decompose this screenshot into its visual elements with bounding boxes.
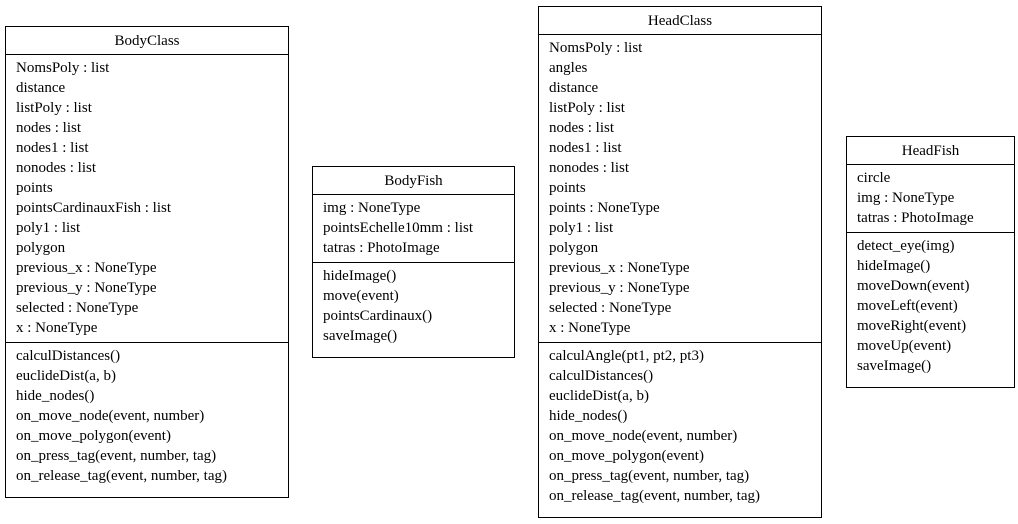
attribute-entry: distance (16, 80, 66, 96)
attribute-entry: poly1 : list (16, 220, 81, 236)
attribute-entry: img : NoneType (857, 190, 955, 206)
attribute-entry: nonodes : list (16, 160, 97, 176)
method-entry: pointsCardinaux() (323, 308, 433, 324)
method-entry: euclideDist(a, b) (16, 368, 116, 384)
method-entry: on_move_node(event, number) (549, 428, 738, 444)
attribute-entry: angles (549, 60, 588, 76)
attributes-section: img : NoneType pointsEchelle10mm : list ta… (313, 195, 514, 262)
class-box-headfish: HeadFish circle img : NoneType tatras : Ph… (846, 136, 1015, 388)
attribute-entry: points (549, 180, 586, 196)
attribute-entry: polygon (16, 240, 66, 256)
attribute-entry: NomsPoly : list (16, 60, 110, 76)
method-entry: moveUp(event) (857, 338, 952, 354)
attribute-entry: tatras : PhotoImage (857, 210, 974, 226)
method-entry: hide_nodes() (16, 388, 95, 404)
attribute-entry: nodes1 : list (549, 140, 622, 156)
attribute-entry: nonodes : list (549, 160, 630, 176)
attribute-entry: nodes1 : list (16, 140, 89, 156)
method-entry: moveRight(event) (857, 318, 967, 334)
attributes-section: circle img : NoneType tatras : PhotoImage (847, 165, 1014, 232)
attribute-entry: distance (549, 80, 599, 96)
attribute-entry: poly1 : list (549, 220, 614, 236)
method-entry: on_move_node(event, number) (16, 408, 205, 424)
class-name: HeadClass (539, 7, 821, 35)
method-entry: hideImage() (857, 258, 931, 274)
attribute-entry: pointsCardinauxFish : list (16, 200, 172, 216)
methods-section: calculAngle(pt1, pt2, pt3) calculDistance… (539, 342, 821, 510)
attribute-entry: points : NoneType (549, 200, 660, 216)
method-entry: hideImage() (323, 268, 397, 284)
class-name: BodyFish (313, 167, 514, 195)
methods-section: detect_eye(img) hideImage() moveDown(event… (847, 232, 1014, 380)
method-entry: moveDown(event) (857, 278, 970, 294)
method-entry: on_move_polygon(event) (549, 448, 704, 464)
method-entry: on_release_tag(event, number, tag) (549, 488, 760, 504)
attribute-entry: previous_x : NoneType (549, 260, 690, 276)
attribute-entry: previous_x : NoneType (16, 260, 157, 276)
attribute-entry: listPoly : list (16, 100, 92, 116)
class-box-headclass: HeadClass NomsPoly : list angles distance l… (538, 6, 822, 518)
attribute-entry: selected : NoneType (549, 300, 672, 316)
method-entry: move(event) (323, 288, 399, 304)
method-entry: on_release_tag(event, number, tag) (16, 468, 227, 484)
methods-section: hideImage() move(event) pointsCardinaux() s… (313, 262, 514, 350)
attribute-entry: polygon (549, 240, 599, 256)
methods-section: calculDistances() euclideDist(a, b) hide_n… (6, 342, 288, 490)
class-name: BodyClass (6, 27, 288, 55)
method-entry: moveLeft(event) (857, 298, 958, 314)
method-entry: on_press_tag(event, number, tag) (549, 468, 750, 484)
attribute-entry: NomsPoly : list (549, 40, 643, 56)
method-entry: on_press_tag(event, number, tag) (16, 448, 217, 464)
method-entry: detect_eye(img) (857, 238, 955, 254)
attribute-entry: selected : NoneType (16, 300, 139, 316)
class-box-bodyfish: BodyFish img : NoneType pointsEchelle10mm… (312, 166, 515, 358)
method-entry: hide_nodes() (549, 408, 628, 424)
method-entry: saveImage() (323, 328, 398, 344)
attribute-entry: nodes : list (16, 120, 82, 136)
method-entry: euclideDist(a, b) (549, 388, 649, 404)
attribute-entry: x : NoneType (16, 320, 98, 336)
class-box-bodyclass: BodyClass NomsPoly : list distance listPol… (5, 26, 289, 498)
attribute-entry: previous_y : NoneType (549, 280, 690, 296)
method-entry: saveImage() (857, 358, 932, 374)
method-entry: calculAngle(pt1, pt2, pt3) (549, 348, 704, 364)
attributes-section: NomsPoly : list angles distance listPoly : … (539, 35, 821, 342)
attribute-entry: circle (857, 170, 891, 186)
class-name: HeadFish (847, 137, 1014, 165)
attribute-entry: listPoly : list (549, 100, 625, 116)
attribute-entry: points (16, 180, 53, 196)
method-entry: on_move_polygon(event) (16, 428, 171, 444)
attribute-entry: img : NoneType (323, 200, 421, 216)
attributes-section: NomsPoly : list distance listPoly : list no… (6, 55, 288, 342)
attribute-entry: tatras : PhotoImage (323, 240, 440, 256)
method-entry: calculDistances() (549, 368, 654, 384)
attribute-entry: pointsEchelle10mm : list (323, 220, 473, 236)
attribute-entry: x : NoneType (549, 320, 631, 336)
method-entry: calculDistances() (16, 348, 121, 364)
attribute-entry: nodes : list (549, 120, 615, 136)
attribute-entry: previous_y : NoneType (16, 280, 157, 296)
